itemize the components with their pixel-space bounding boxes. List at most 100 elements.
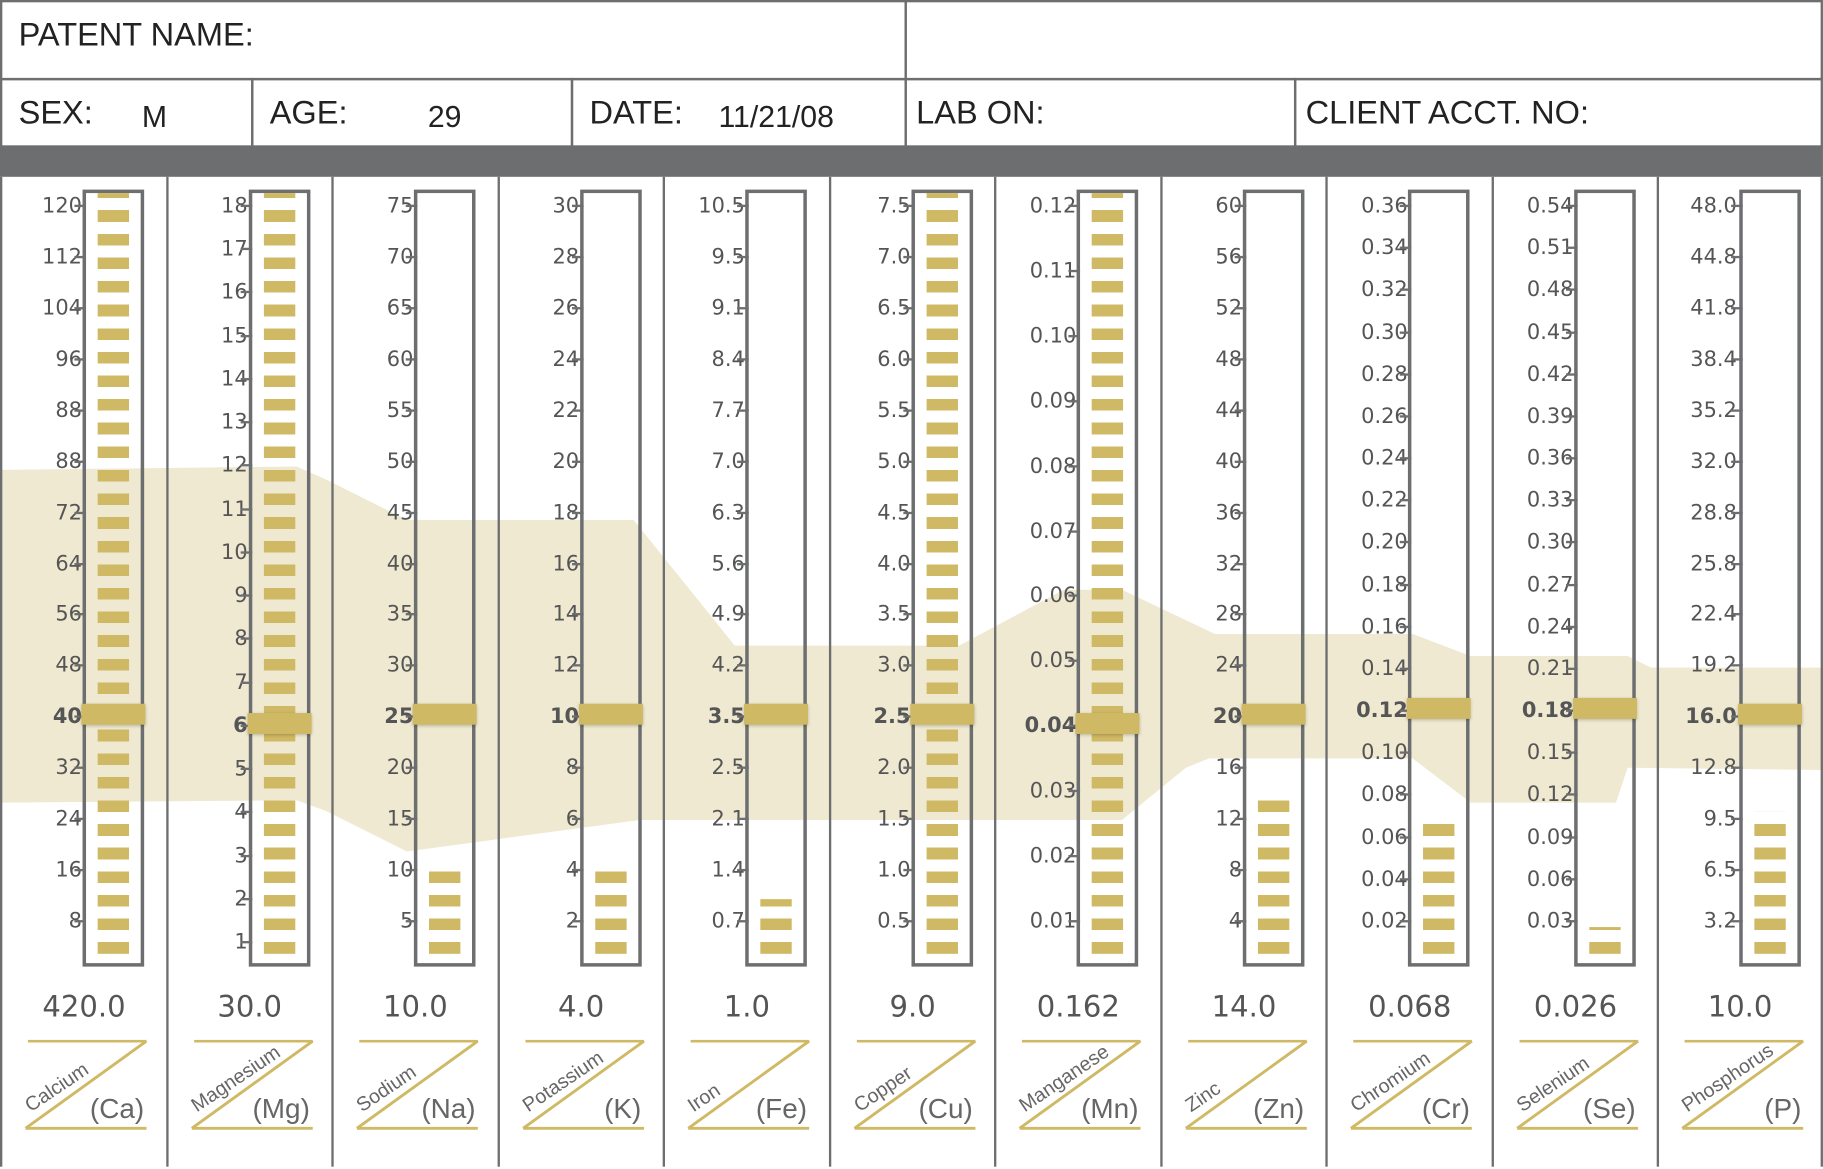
- ideal-level-marker: [1572, 698, 1637, 719]
- tick-mark: [1731, 460, 1744, 463]
- mineral-value: 4.0: [558, 989, 605, 1024]
- tick-label: 0.02: [1029, 843, 1077, 869]
- tick-label: 0.03: [1029, 778, 1077, 804]
- tick-mark: [74, 460, 87, 463]
- tick-mark: [240, 681, 252, 684]
- age-field[interactable]: AGE: 29: [251, 77, 574, 148]
- tick-mark: [74, 204, 87, 208]
- tick-mark: [240, 421, 252, 424]
- mineral-label-box: Manganese(Mn): [1013, 1039, 1143, 1131]
- tick-mark: [240, 897, 252, 901]
- tick-label: 0.22: [1361, 488, 1408, 513]
- tick-mark: [1731, 511, 1744, 514]
- tick-mark: [903, 613, 915, 616]
- tick-mark: [737, 511, 749, 514]
- tick-mark: [571, 511, 584, 514]
- tick-mark: [903, 664, 915, 667]
- tick-mark: [240, 464, 252, 467]
- lab-on-field[interactable]: LAB ON:: [904, 77, 1297, 148]
- mineral-label-box: Phosphorus(P): [1676, 1039, 1806, 1131]
- tick-mark: [1400, 751, 1412, 755]
- tick-label: 0.39: [1526, 404, 1574, 429]
- tick-mark: [405, 664, 418, 667]
- tick-label: 0.11: [1029, 258, 1077, 284]
- tick-mark: [1400, 920, 1412, 923]
- ideal-level-marker: [1075, 713, 1140, 735]
- tick-mark: [1234, 920, 1247, 923]
- tick-mark: [737, 358, 749, 361]
- tick-mark: [1400, 541, 1412, 544]
- patient-name-field[interactable]: PATENT NAME:: [0, 0, 907, 81]
- tick-mark: [903, 255, 915, 259]
- tick-mark: [1234, 306, 1247, 310]
- tick-mark: [571, 460, 584, 463]
- tick-label: 35.2: [1690, 398, 1737, 423]
- tick-mark: [74, 766, 87, 770]
- tick-mark: [1565, 625, 1578, 628]
- tick-mark: [1234, 255, 1247, 259]
- tick-mark: [1234, 204, 1247, 208]
- tick-mark: [571, 358, 584, 361]
- tick-mark: [737, 460, 749, 463]
- diagonal-divider-icon: [853, 1039, 976, 1130]
- tick-mark: [571, 664, 584, 667]
- tick-mark: [1731, 664, 1744, 667]
- tick-label: 0.21: [1526, 656, 1574, 681]
- tick-mark: [240, 377, 252, 381]
- tick-mark: [1565, 457, 1578, 460]
- tick-label: 22.4: [1690, 602, 1737, 627]
- tick-mark: [903, 460, 915, 463]
- tick-label: 0.24: [1361, 446, 1408, 471]
- level-fill: [926, 193, 958, 954]
- date-field[interactable]: DATE: 11/21/08: [570, 77, 907, 148]
- tick-mark: [737, 868, 749, 872]
- tick-mark: [1731, 204, 1744, 208]
- tick-label: 0.33: [1526, 488, 1574, 513]
- tick-label: 0.36: [1361, 193, 1408, 219]
- tick-label: 0.15: [1526, 740, 1574, 766]
- age-value: 29: [427, 98, 462, 134]
- mineral-value: 30.0: [217, 989, 283, 1024]
- tick-mark: [1234, 409, 1247, 412]
- tick-mark: [1234, 562, 1247, 565]
- level-tube: [911, 189, 973, 967]
- sex-field[interactable]: SEX: M: [0, 77, 254, 148]
- tick-label: 19.2: [1690, 653, 1737, 678]
- tick-label: 0.06: [1526, 866, 1574, 892]
- diagonal-divider-icon: [1019, 1039, 1142, 1130]
- tick-mark: [240, 811, 252, 814]
- tick-mark: [1234, 460, 1247, 463]
- mineral-symbol: (Fe): [755, 1093, 808, 1125]
- level-fill: [760, 899, 792, 954]
- tick-mark: [1565, 793, 1578, 797]
- tick-mark: [737, 664, 749, 667]
- tick-label: 0.34: [1361, 235, 1408, 261]
- level-fill: [97, 193, 130, 954]
- mineral-column-magnesium: 18171615141312111098765432130.0Magnesium…: [165, 176, 332, 1167]
- tick-mark: [903, 562, 915, 565]
- diagonal-divider-icon: [24, 1039, 148, 1130]
- tick-mark: [240, 854, 252, 857]
- tick-mark: [405, 817, 418, 821]
- tick-label: 0.42: [1526, 361, 1574, 387]
- tick-mark: [1565, 499, 1578, 502]
- tick-mark: [240, 248, 252, 251]
- mineral-column-calcium: 12011210496888872645648403224168420.0Cal…: [0, 176, 166, 1167]
- tick-label: 0.12: [1356, 698, 1408, 724]
- level-fill: [429, 870, 461, 954]
- tick-mark: [1400, 415, 1412, 418]
- tick-mark: [1565, 835, 1578, 839]
- client-acct-field[interactable]: CLIENT ACCT. NO:: [1293, 77, 1823, 148]
- level-tube: [248, 189, 310, 967]
- sex-label: SEX:: [18, 94, 93, 131]
- tick-mark: [1565, 877, 1578, 881]
- tick-label: 0.30: [1526, 530, 1574, 555]
- mineral-value: 9.0: [889, 989, 936, 1024]
- tick-mark: [1731, 562, 1744, 565]
- mineral-symbol: (Zn): [1253, 1093, 1305, 1125]
- tick-mark: [737, 766, 749, 770]
- tick-mark: [903, 817, 915, 821]
